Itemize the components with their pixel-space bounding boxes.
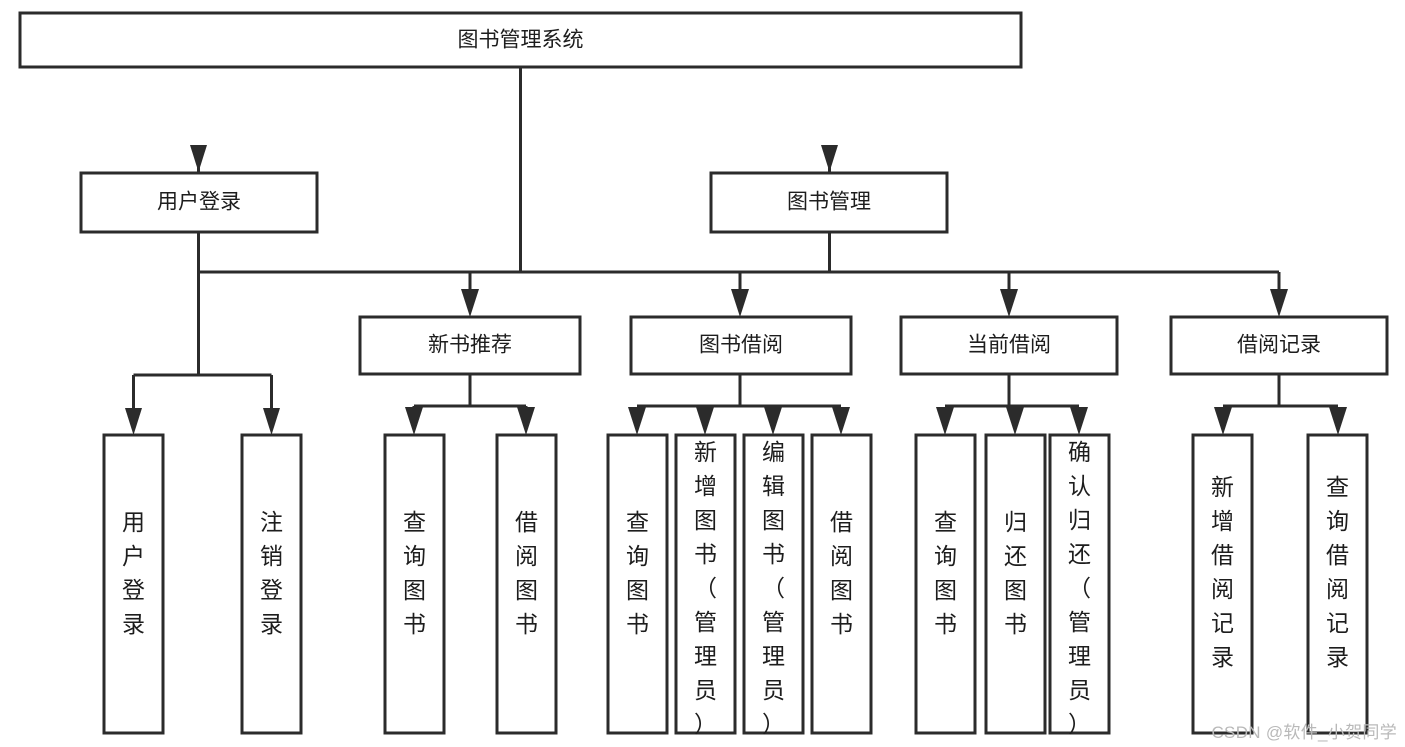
node-user-login[interactable]: 用户登录	[79, 171, 319, 234]
leaf-rec-add-box[interactable]	[1191, 433, 1254, 735]
node-root[interactable]: 图书管理系统	[18, 11, 1023, 69]
connector-group-book-manage	[461, 232, 1288, 317]
connector-group-new-book	[405, 374, 535, 435]
leaf-cur-confirm-box[interactable]	[1048, 433, 1111, 735]
connector-group-root	[197, 67, 831, 274]
leaf-logout-label: 注销登录	[260, 509, 283, 637]
leaf-bw-query-label: 查询图书	[626, 509, 649, 637]
node-borrow-record-label: 借阅记录	[1237, 334, 1321, 357]
arrowhead-l3-2	[731, 289, 749, 317]
leaf-nb-query-label: 查询图书	[403, 509, 426, 637]
leaf-bw-edit-box[interactable]	[742, 433, 805, 735]
leaf-node[interactable]: 借阅图书	[810, 433, 873, 735]
arrowhead-rec-2	[1329, 407, 1347, 435]
node-book-manage[interactable]: 图书管理	[709, 171, 949, 234]
leaf-node[interactable]: 编辑图书（管理员）	[742, 433, 805, 737]
arrowhead-bw-1	[628, 407, 646, 435]
leaf-bw-add-label: 新增图书（管理员）	[694, 439, 717, 737]
arrowhead-l3-3	[1000, 289, 1018, 317]
arrowhead-user-login	[190, 145, 207, 172]
leaf-rec-query-label: 查询借阅记录	[1326, 474, 1349, 670]
arrowhead-book-manage	[821, 145, 838, 172]
leaf-bw-add-box[interactable]	[674, 433, 737, 735]
arrowhead-cur-3	[1070, 407, 1088, 435]
leaf-node[interactable]: 新增图书（管理员）	[674, 433, 737, 737]
node-book-borrow-label: 图书借阅	[699, 334, 783, 357]
node-borrow-record-box[interactable]	[1169, 315, 1389, 376]
arrowhead-l3-1	[461, 289, 479, 317]
leaf-node[interactable]: 查询图书	[914, 433, 977, 735]
leaf-rec-add-label: 新增借阅记录	[1211, 474, 1234, 670]
leaf-node[interactable]: 借阅图书	[495, 433, 558, 735]
arrowhead-cur-1	[936, 407, 954, 435]
leaf-rec-query-box[interactable]	[1306, 433, 1369, 735]
leaf-nb-query-box[interactable]	[383, 433, 446, 735]
csdn-watermark: CSDN @软件_小贺同学	[1211, 723, 1397, 742]
connector-group-current	[936, 374, 1088, 435]
node-user-login-box[interactable]	[79, 171, 319, 234]
leaf-cur-confirm-label: 确认归还（管理员）	[1068, 439, 1091, 737]
connector-level2-arrows	[190, 145, 838, 172]
node-new-book-rec-label: 新书推荐	[428, 334, 512, 357]
leaf-user-login-box[interactable]	[102, 433, 165, 735]
arrowhead-leaf-user-2	[263, 408, 280, 435]
node-book-manage-box[interactable]	[709, 171, 949, 234]
leaf-cur-return-box[interactable]	[984, 433, 1047, 735]
leaf-bw-borrow-label: 借阅图书	[830, 509, 853, 637]
leaf-node[interactable]: 用户登录	[102, 433, 165, 735]
leaf-logout-box[interactable]	[240, 433, 303, 735]
node-root-box[interactable]	[18, 11, 1023, 69]
leaf-node[interactable]: 查询借阅记录	[1306, 433, 1369, 735]
leaf-node[interactable]: 查询图书	[383, 433, 446, 735]
leaf-bw-query-box[interactable]	[606, 433, 669, 735]
node-current-borrow-box[interactable]	[899, 315, 1119, 376]
connector-group-user-login	[125, 232, 280, 435]
leaf-node[interactable]: 新增借阅记录	[1191, 433, 1254, 735]
arrowhead-nb-1	[405, 407, 423, 435]
arrowhead-cur-2	[1006, 407, 1024, 435]
leaf-node[interactable]: 注销登录	[240, 433, 303, 735]
arrowhead-l3-4	[1270, 289, 1288, 317]
leaf-cur-query-label: 查询图书	[934, 509, 957, 637]
connector-group-record	[1214, 374, 1347, 435]
leaf-nb-borrow-box[interactable]	[495, 433, 558, 735]
leaf-node[interactable]: 归还图书	[984, 433, 1047, 735]
arrowhead-bw-3	[764, 407, 782, 435]
node-book-manage-label: 图书管理	[787, 191, 871, 214]
arrowhead-bw-2	[696, 407, 714, 435]
leaf-cur-return-label: 归还图书	[1004, 509, 1027, 637]
connector-group-borrow	[628, 374, 850, 435]
node-book-borrow[interactable]: 图书借阅	[629, 315, 853, 376]
node-new-book-rec[interactable]: 新书推荐	[358, 315, 582, 376]
arrowhead-rec-1	[1214, 407, 1232, 435]
leaf-bw-borrow-box[interactable]	[810, 433, 873, 735]
node-book-borrow-box[interactable]	[629, 315, 853, 376]
leaf-nb-borrow-label: 借阅图书	[515, 509, 538, 637]
node-new-book-rec-box[interactable]	[358, 315, 582, 376]
node-user-login-label: 用户登录	[157, 191, 241, 214]
node-current-borrow[interactable]: 当前借阅	[899, 315, 1119, 376]
leaf-cur-query-box[interactable]	[914, 433, 977, 735]
node-current-borrow-label: 当前借阅	[967, 334, 1051, 357]
leaf-node[interactable]: 确认归还（管理员）	[1048, 433, 1111, 737]
leaf-user-login-label: 用户登录	[122, 509, 145, 637]
arrowhead-leaf-user-1	[125, 408, 142, 435]
arrowhead-nb-2	[517, 407, 535, 435]
node-borrow-record[interactable]: 借阅记录	[1169, 315, 1389, 376]
leaf-node[interactable]: 查询图书	[606, 433, 669, 735]
arrowhead-bw-4	[832, 407, 850, 435]
leaf-bw-edit-label: 编辑图书（管理员）	[762, 439, 785, 737]
node-root-label: 图书管理系统	[458, 29, 584, 52]
